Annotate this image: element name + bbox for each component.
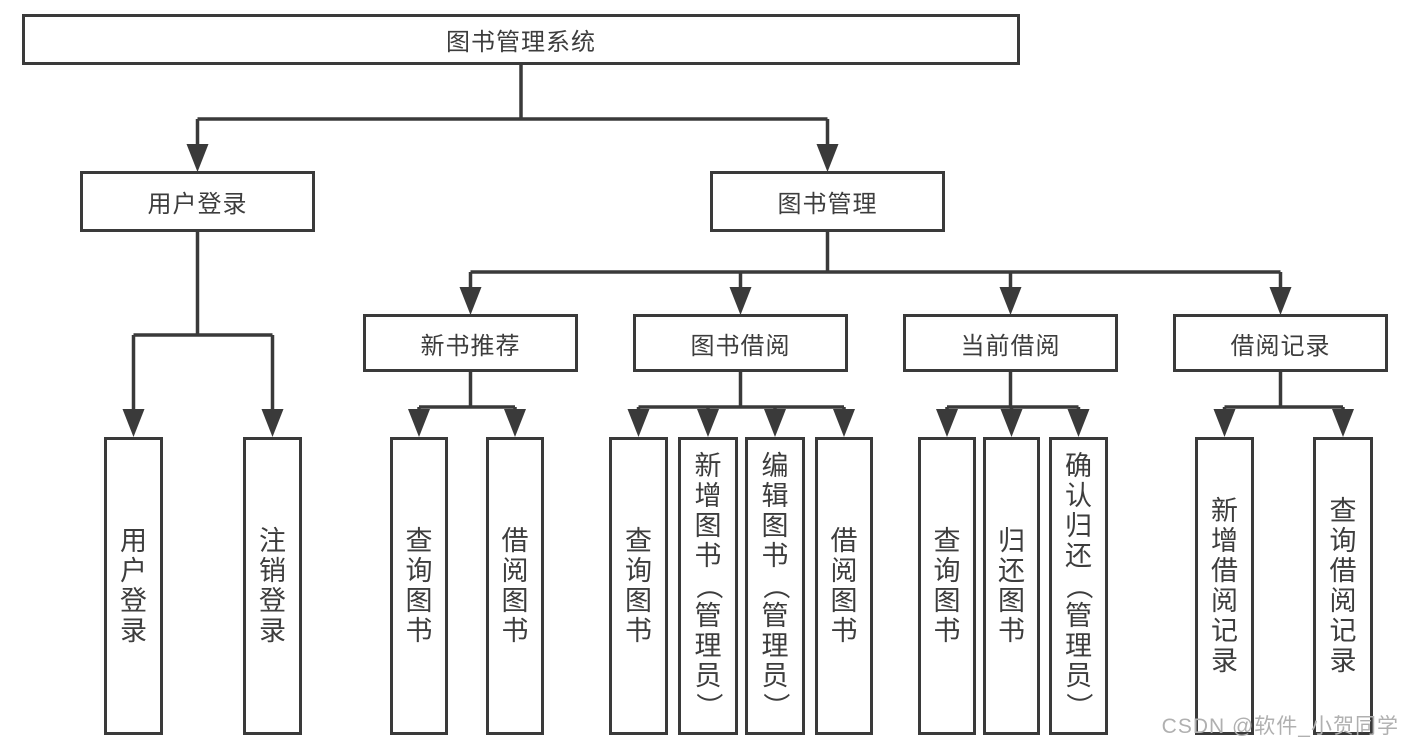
leaf-bb-borrow-books-label: 借阅图书 <box>830 526 858 646</box>
leaf-cb-confirm-return-admin-label: 确认归还（管理员） <box>1063 451 1094 720</box>
arrowhead-icon <box>1213 409 1236 437</box>
arrowhead-icon <box>1269 287 1292 315</box>
node-new-book-recommend-label: 新书推荐 <box>420 332 521 360</box>
arrowhead-icon <box>936 409 958 437</box>
node-library-system: 图书管理系统 <box>22 14 1020 65</box>
leaf-bb-add-books-admin: 新增图书（管理员） <box>678 437 738 735</box>
arrowhead-icon <box>764 409 786 437</box>
leaf-bb-edit-books-admin-label: 编辑图书（管理员） <box>760 451 790 720</box>
leaf-bb-add-books-admin-label: 新增图书（管理员） <box>693 451 723 720</box>
leaf-nb-borrow-books-label: 借阅图书 <box>501 526 529 646</box>
leaf-nb-borrow-books: 借阅图书 <box>486 437 544 735</box>
node-user-login: 用户登录 <box>80 171 315 232</box>
leaf-nb-query-books-label: 查询图书 <box>405 526 433 646</box>
connector-newbooks-to-leaves <box>408 372 526 437</box>
leaf-br-add-record: 新增借阅记录 <box>1195 437 1254 735</box>
node-book-borrowing-label: 图书借阅 <box>690 332 791 360</box>
arrowhead-icon <box>504 409 526 437</box>
leaf-cb-return-books: 归还图书 <box>983 437 1040 735</box>
leaf-nb-query-books: 查询图书 <box>390 437 448 735</box>
arrowhead-icon <box>816 144 839 172</box>
arrowhead-icon <box>122 409 145 437</box>
node-new-book-recommend: 新书推荐 <box>363 314 578 372</box>
leaf-br-query-record: 查询借阅记录 <box>1313 437 1373 735</box>
csdn-watermark: CSDN @软件_小贺同学 <box>1161 715 1399 738</box>
leaf-cb-query-books-label: 查询图书 <box>933 526 961 646</box>
arrowhead-icon <box>1000 409 1023 437</box>
arrowhead-icon <box>1067 409 1090 437</box>
arrowhead-icon <box>459 287 482 315</box>
leaf-logout-label: 注销登录 <box>259 526 286 646</box>
leaf-bb-borrow-books: 借阅图书 <box>815 437 873 735</box>
arrowhead-icon <box>999 287 1022 315</box>
leaf-user-login: 用户登录 <box>104 437 163 735</box>
connector-bookmgmt-to-level3 <box>459 232 1292 315</box>
connector-records-to-leaves <box>1213 372 1354 437</box>
arrowhead-icon <box>729 287 752 315</box>
connector-borrowing-to-leaves <box>627 372 855 437</box>
node-current-borrowing: 当前借阅 <box>903 314 1118 372</box>
arrowhead-icon <box>408 409 430 437</box>
node-library-system-label: 图书管理系统 <box>446 29 596 56</box>
leaf-logout: 注销登录 <box>243 437 302 735</box>
connector-current-to-leaves <box>936 372 1090 437</box>
leaf-cb-query-books: 查询图书 <box>918 437 976 735</box>
arrowhead-icon <box>697 409 719 437</box>
leaf-cb-confirm-return-admin: 确认归还（管理员） <box>1049 437 1108 735</box>
arrowhead-icon <box>627 409 650 437</box>
leaf-br-add-record-label: 新增借阅记录 <box>1211 496 1238 676</box>
leaf-bb-edit-books-admin: 编辑图书（管理员） <box>745 437 805 735</box>
arrowhead-icon <box>1332 409 1354 437</box>
leaf-bb-query-books: 查询图书 <box>609 437 668 735</box>
leaf-cb-return-books-label: 归还图书 <box>998 526 1025 646</box>
connector-userlogin-to-leaves <box>122 232 284 437</box>
node-book-borrowing: 图书借阅 <box>633 314 848 372</box>
arrowhead-icon <box>261 409 284 437</box>
node-book-management-label: 图书管理 <box>777 191 878 218</box>
arrowhead-icon <box>186 144 209 172</box>
node-book-management: 图书管理 <box>710 171 945 232</box>
leaf-bb-query-books-label: 查询图书 <box>625 526 652 646</box>
node-borrowing-records: 借阅记录 <box>1173 314 1388 372</box>
leaf-br-query-record-label: 查询借阅记录 <box>1329 496 1357 676</box>
leaf-user-login-label: 用户登录 <box>120 526 147 646</box>
arrowhead-icon <box>833 409 855 437</box>
node-borrowing-records-label: 借阅记录 <box>1230 332 1331 360</box>
connector-root-to-level2 <box>186 65 839 172</box>
node-current-borrowing-label: 当前借阅 <box>960 332 1061 360</box>
node-user-login-label: 用户登录 <box>147 191 248 218</box>
